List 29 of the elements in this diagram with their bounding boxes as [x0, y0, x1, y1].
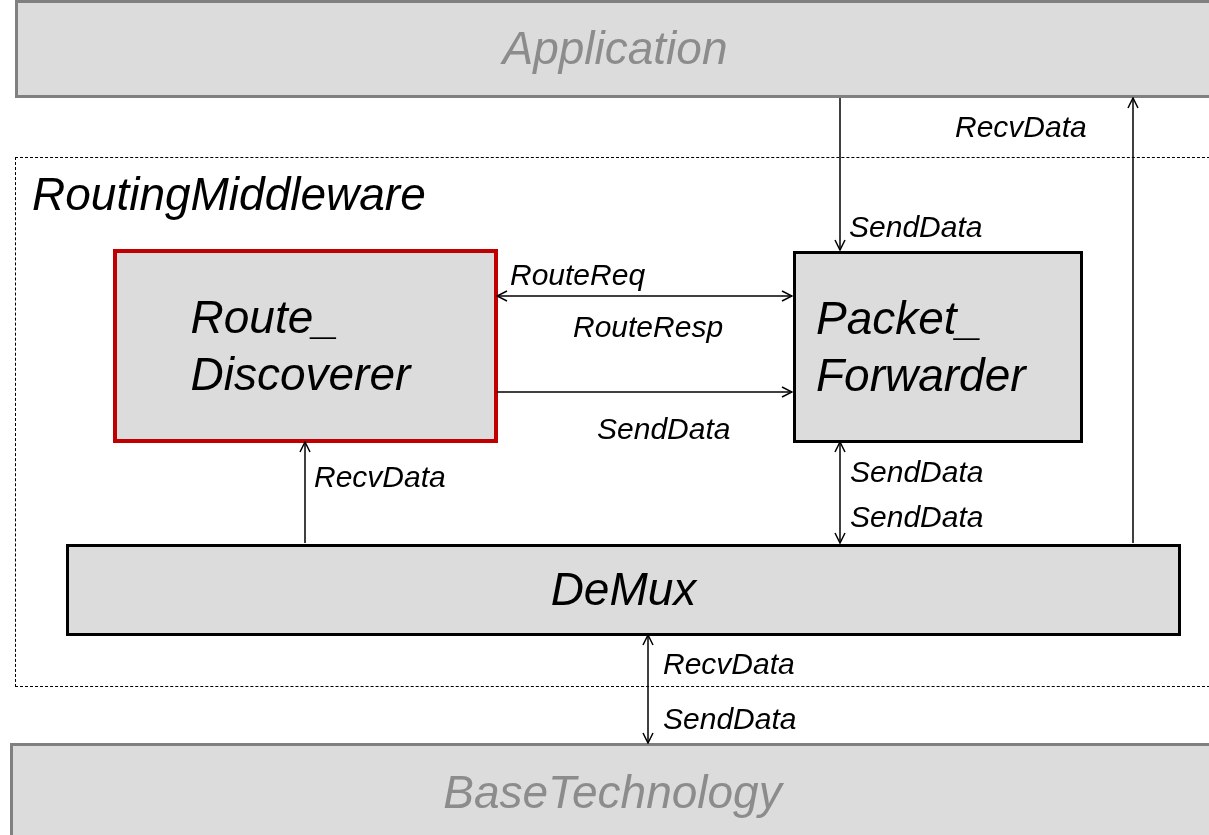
component-box: [66, 544, 1181, 636]
edge-label: RecvData: [314, 460, 446, 494]
arrow: [299, 441, 311, 544]
edge-label: SendData: [850, 455, 984, 489]
double-arrow: [642, 634, 654, 744]
group-title: RoutingMiddleware: [32, 167, 426, 222]
message-label: SendData: [663, 702, 797, 736]
double-arrow: [496, 290, 793, 302]
message-label: SendData: [850, 500, 984, 534]
component-box: [793, 251, 1083, 443]
component-box: [113, 249, 498, 443]
arrow: [496, 386, 793, 398]
arrow: [834, 97, 846, 251]
message-label: RouteResp: [573, 310, 724, 344]
box-label: Route_ Discoverer: [190, 289, 413, 402]
edge-label: RecvData: [663, 647, 795, 681]
layer-box: [10, 743, 1209, 835]
edge-label: RecvData: [955, 110, 1087, 144]
edge-label: SendData: [849, 210, 983, 244]
box-label: Application: [502, 21, 728, 77]
box-label: DeMux: [550, 562, 697, 618]
arrow: [1127, 97, 1139, 544]
layer-box: [15, 0, 1209, 98]
box-label: BaseTechnology: [443, 765, 782, 821]
edge-label: RouteReq: [510, 258, 646, 292]
double-arrow: [834, 441, 846, 544]
group-container: [15, 157, 1209, 687]
edge-label: SendData: [597, 412, 731, 446]
box-label: Packet_ Forwarder: [816, 290, 1028, 403]
